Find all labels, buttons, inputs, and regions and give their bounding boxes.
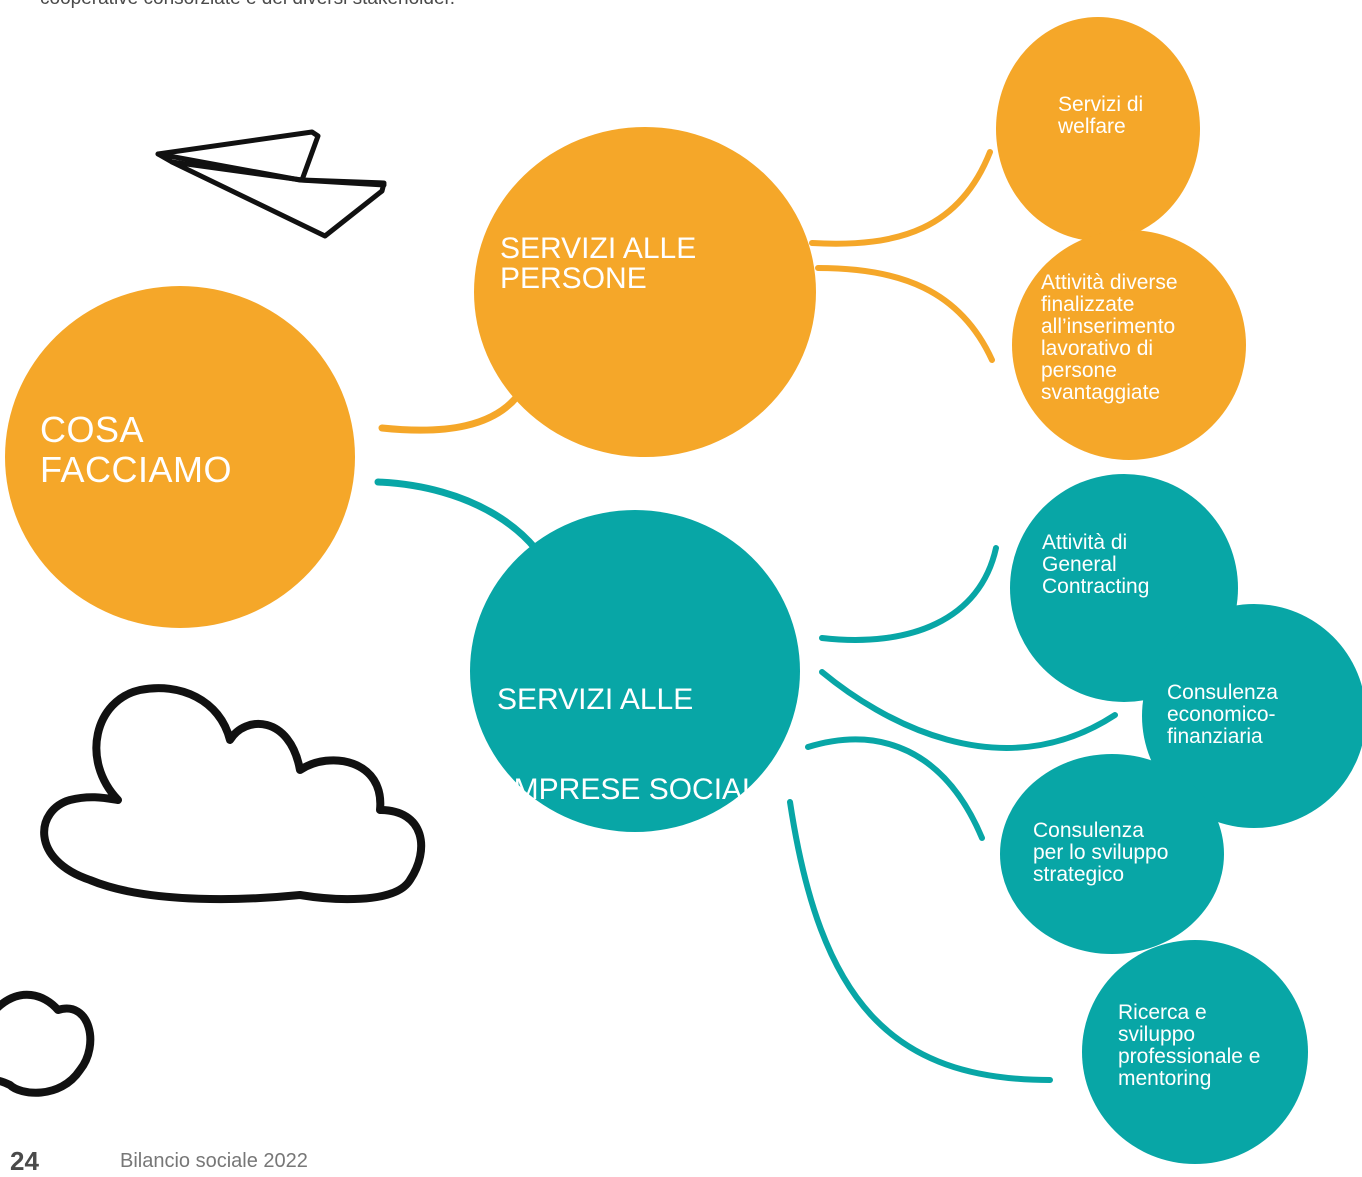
leaf-label-line: Attività diverse xyxy=(1041,271,1178,294)
page-number: 24 xyxy=(10,1146,39,1176)
leaf-node-ricerca xyxy=(1082,940,1308,1164)
leaf-label-line: finalizzate xyxy=(1041,293,1135,316)
leaf-label-line: lavorativo di xyxy=(1041,337,1154,360)
connector-imprese-strategico xyxy=(805,736,985,841)
leaf-label-line: sviluppo xyxy=(1118,1023,1196,1046)
leaf-label-line: Attività di xyxy=(1042,531,1128,554)
root-label-line: FACCIAMO xyxy=(40,449,233,490)
leaf-label-ricerca: Ricerca e sviluppo professionale e mento… xyxy=(1118,1002,1260,1090)
connector-persone-welfare xyxy=(809,149,993,247)
leaf-label-line: persone xyxy=(1041,359,1117,382)
branch-label-line: IMPRESE SOCIALI xyxy=(497,773,768,806)
leaf-label-line: Ricerca e xyxy=(1118,1001,1207,1024)
leaf-label-finanziaria: Consulenza economico- finanziaria xyxy=(1167,682,1278,748)
leaf-label-line: Servizi di xyxy=(1058,93,1144,116)
leaf-node-welfare xyxy=(996,17,1200,241)
root-node xyxy=(5,286,355,628)
leaf-label-welfare: Servizi di welfare xyxy=(1058,94,1143,138)
leaf-node-inserimento xyxy=(1012,230,1246,460)
leaf-label-line: finanziaria xyxy=(1167,725,1263,748)
leaf-label-line: svantaggiate xyxy=(1041,381,1161,404)
leaf-label-line: General xyxy=(1042,553,1117,576)
leaf-label-line: strategico xyxy=(1033,863,1125,886)
branch-node-persone xyxy=(474,127,816,457)
connector-imprese-general xyxy=(819,545,999,643)
leaf-label-general-contracting: Attività di General Contracting xyxy=(1042,532,1149,598)
intro-text: cooperative consorziate e dei diversi st… xyxy=(40,0,455,10)
leaf-label-inserimento: Attività diverse finalizzate all’inserim… xyxy=(1041,272,1178,404)
connector-imprese-finanziaria xyxy=(819,669,1118,751)
leaf-label-line: economico- xyxy=(1167,703,1276,726)
paper-plane-icon xyxy=(155,129,387,239)
leaf-label-line: Consulenza xyxy=(1167,681,1278,704)
cloud-icon xyxy=(40,684,426,904)
branch-label-line: SERVIZI ALLE xyxy=(497,683,694,716)
branch-label-line: PERSONE xyxy=(500,262,647,295)
leaf-label-line: Consulenza xyxy=(1033,819,1144,842)
root-label: COSA FACCIAMO xyxy=(40,410,232,490)
root-label-line: COSA xyxy=(40,409,145,450)
leaf-label-line: welfare xyxy=(1058,115,1126,138)
cloud-partial-icon xyxy=(0,990,95,1097)
leaf-label-line: all’inserimento xyxy=(1041,315,1176,338)
branch-label-persone: SERVIZI ALLE PERSONE xyxy=(500,234,696,294)
leaf-label-line: professionale e xyxy=(1118,1045,1261,1068)
leaf-label-line: per lo sviluppo xyxy=(1033,841,1169,864)
connector-imprese-ricerca xyxy=(787,799,1053,1083)
branch-label-line: SERVIZI ALLE xyxy=(500,232,697,265)
connector-root-persone xyxy=(378,381,529,434)
connector-persone-attivita xyxy=(815,265,995,363)
branch-label-imprese: SERVIZI ALLE IMPRESE SOCIALI xyxy=(497,625,767,835)
leaf-label-line: Contracting xyxy=(1042,575,1150,598)
leaf-node-strategico xyxy=(1000,754,1224,954)
leaf-label-line: mentoring xyxy=(1118,1067,1212,1090)
branch-node-imprese xyxy=(470,510,800,832)
document-title: Bilancio sociale 2022 xyxy=(120,1150,308,1172)
leaf-label-strategico: Consulenza per lo sviluppo strategico xyxy=(1033,820,1168,886)
